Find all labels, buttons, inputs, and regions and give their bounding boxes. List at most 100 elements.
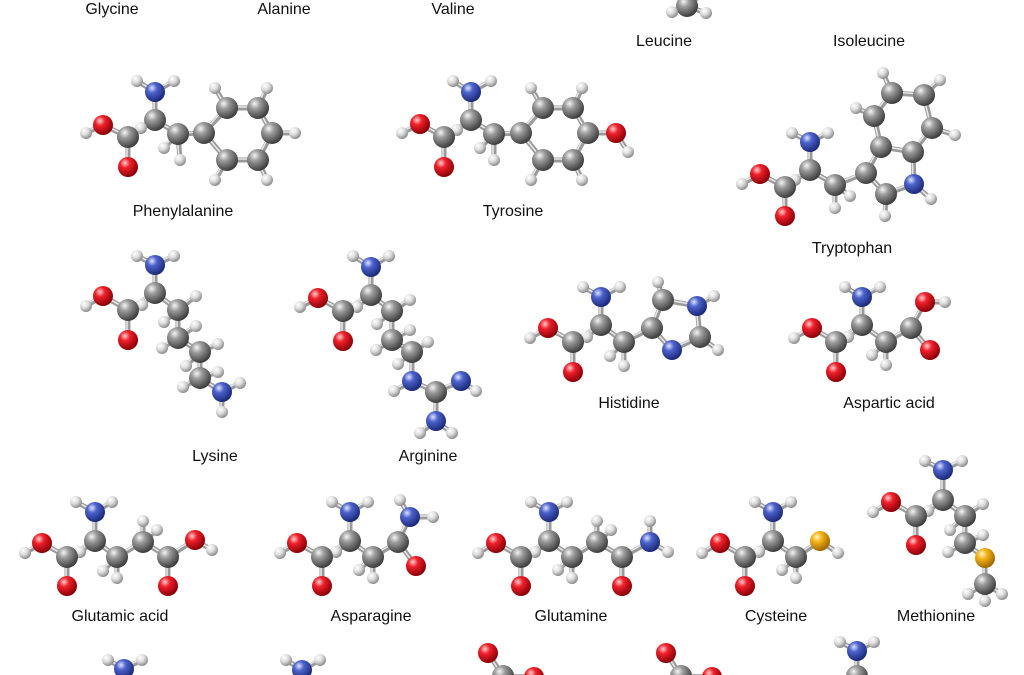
oxygen-atom [478,643,498,663]
label-methionine: Methionine [897,608,975,625]
hydrogen-atom [605,524,617,536]
oxygen-atom [656,643,676,663]
molecule-bottom-fragment-1 [102,654,148,675]
carbon-atom [652,289,674,311]
carbon-atom [921,117,943,139]
hydrogen-atom [392,358,404,370]
carbon-atom [611,546,633,568]
carbon-atom [824,174,846,196]
label-tyrosine: Tyrosine [483,203,544,220]
hydrogen-atom [866,349,878,361]
oxygen-atom [118,330,138,350]
carbon-atom [381,300,403,322]
carbon-atom [561,546,583,568]
hydrogen-atom [525,82,537,94]
carbon-atom [799,159,821,181]
nitrogen-atom [212,382,232,402]
hydrogen-atom [552,564,564,576]
hydrogen-atom [370,344,382,356]
hydrogen-atom [314,654,326,666]
hydrogen-atom [788,332,800,344]
carbon-atom [157,546,179,568]
molecule-histidine [524,276,724,382]
oxygen-atom [434,157,454,177]
oxygen-atom [486,533,506,553]
oxygen-atom [881,492,901,512]
hydrogen-atom [294,301,306,313]
hydrogen-atom [488,154,500,166]
carbon-atom [132,531,154,553]
sulfur-atom [810,531,830,551]
hydrogen-atom [404,294,416,306]
hydrogen-atom [944,524,956,536]
hydrogen-atom [351,301,363,313]
hydrogen-atom [839,281,851,293]
nitrogen-atom [451,371,471,391]
hydrogen-atom [280,654,292,666]
hydrogen-atom [614,281,626,293]
carbon-atom [538,530,560,552]
oxygen-atom [57,576,77,596]
label-glycine: Glycine [85,1,138,18]
carbon-atom [460,109,482,131]
hydrogen-atom [216,406,228,418]
oxygen-atom [93,286,113,306]
carbon-atom [532,97,554,119]
nitrogen-atom [687,296,707,316]
molecule-glutamic-acid [19,496,218,596]
hydrogen-atom [367,572,379,584]
hydrogen-atom [404,324,416,336]
carbon-atom [613,331,635,353]
nitrogen-atom [114,659,134,675]
hydrogen-atom [151,524,163,536]
oxygen-atom [333,331,353,351]
oxygen-atom [118,157,138,177]
hydrogen-atom [919,455,931,467]
oxygen-atom [410,114,430,134]
oxygen-atom [606,123,626,143]
oxygen-atom [287,533,307,553]
hydrogen-atom [662,546,674,558]
oxygen-atom [158,576,178,596]
nitrogen-atom [852,287,872,307]
carbon-atom [311,546,333,568]
carbon-atom [855,162,877,184]
hydrogen-atom [261,174,273,186]
hydrogen-atom [474,142,486,154]
molecule-bottom-fragment-2 [280,654,326,675]
label-glutamic-acid: Glutamic acid [72,608,169,625]
hydrogen-atom [274,547,286,559]
label-alanine: Alanine [257,1,310,18]
nitrogen-atom [361,257,381,277]
label-lysine: Lysine [192,448,238,465]
hydrogen-atom [874,281,886,293]
hydrogen-atom [209,174,221,186]
oxygen-atom [406,556,426,576]
hydrogen-atom [371,318,383,330]
carbon-atom [216,97,238,119]
hydrogen-atom [581,331,593,343]
nitrogen-atom [933,460,953,480]
oxygen-atom [511,576,531,596]
hydrogen-atom [394,494,406,506]
oxygen-atom [710,533,730,553]
molecule-lysine [80,250,246,418]
hydrogen-atom [326,496,338,508]
carbon-atom [590,314,612,336]
nitrogen-atom [539,502,559,522]
carbon-atom [167,123,189,145]
hydrogen-atom [470,385,482,397]
carbon-atom [762,530,784,552]
carbon-atom [954,505,976,527]
hydrogen-atom [136,299,148,311]
hydrogen-atom [832,547,844,559]
hydrogen-atom [979,595,991,607]
carbon-atom [774,176,796,198]
carbon-atom [117,126,139,148]
oxygen-atom [775,206,795,226]
carbon-atom [785,546,807,568]
hydrogen-atom [577,281,589,293]
hydrogen-atom [977,529,989,541]
hydrogen-atom [785,496,797,508]
carbon-atom [562,149,584,171]
